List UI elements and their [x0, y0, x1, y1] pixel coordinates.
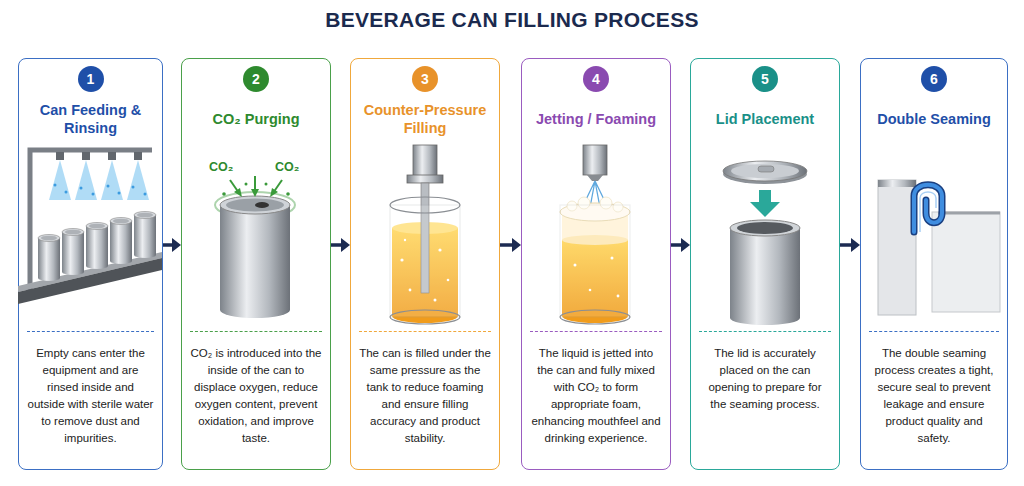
step-number: 3 — [421, 71, 429, 87]
flow-arrow — [331, 238, 350, 252]
step-description: The lid is accurately placed on the can … — [699, 345, 831, 413]
flow-arrow-head — [681, 238, 690, 252]
step-number: 4 — [592, 71, 600, 87]
flow-arrow — [163, 238, 181, 252]
flow-arrow-line — [500, 243, 514, 247]
flow-arrow-head — [172, 238, 181, 252]
step-number: 1 — [87, 71, 95, 87]
dashed-separator — [27, 331, 154, 332]
diagram-title: BEVERAGE CAN FILLING PROCESS — [0, 8, 1024, 32]
gas-label: CO₂ — [275, 160, 299, 174]
step-number: 5 — [761, 71, 769, 87]
flow-arrow-head — [851, 238, 860, 252]
step-description: The double seaming process creates a tig… — [869, 345, 999, 447]
step-description: CO₂ is introduced into the inside of the… — [190, 345, 322, 447]
step-heading: Counter-Pressure Filling — [355, 95, 495, 145]
dashed-separator — [359, 331, 491, 332]
step-description: Empty cans enter the equipment and are r… — [27, 345, 154, 447]
step-number-circle: 6 — [921, 66, 947, 92]
step-number-circle: 1 — [78, 66, 104, 92]
step-heading: Can Feeding & Rinsing — [23, 95, 158, 145]
step-number-circle: 2 — [243, 66, 269, 92]
flow-arrow-head — [512, 238, 521, 252]
step-panel: Double SeamingThe double seaming process… — [860, 58, 1008, 470]
step-panel: CO₂ PurgingCO₂ is introduced into the in… — [181, 58, 331, 470]
step-panel: Counter-Pressure FillingThe can is fille… — [350, 58, 500, 470]
dashed-separator — [530, 331, 662, 332]
dashed-separator — [869, 331, 999, 332]
dashed-separator — [190, 331, 322, 332]
step-number-circle: 3 — [412, 66, 438, 92]
step-heading: Jetting / Foaming — [526, 95, 666, 145]
step-number-circle: 4 — [583, 66, 609, 92]
step-panel: Jetting / FoamingThe liquid is jetted in… — [521, 58, 671, 470]
step-panel: Lid PlacementThe lid is accurately place… — [690, 58, 840, 470]
flow-arrow-line — [840, 243, 853, 247]
step-number: 6 — [930, 71, 938, 87]
gas-label: CO₂ — [209, 160, 233, 174]
flow-arrow — [671, 238, 690, 252]
step-heading: Lid Placement — [695, 95, 835, 145]
step-number: 2 — [252, 71, 260, 87]
step-number-circle: 5 — [752, 66, 778, 92]
flow-arrow — [840, 238, 860, 252]
flow-arrow — [500, 238, 521, 252]
step-panel: Can Feeding & RinsingEmpty cans enter th… — [18, 58, 163, 470]
step-description: The can is filled under the same pressur… — [359, 345, 491, 447]
dashed-separator — [699, 331, 831, 332]
step-heading: Double Seaming — [865, 95, 1003, 145]
flow-arrow-line — [331, 243, 343, 247]
flow-arrow-line — [671, 243, 683, 247]
flow-arrow-head — [341, 238, 350, 252]
step-description: The liquid is jetted into the can and fu… — [530, 345, 662, 447]
step-heading: CO₂ Purging — [186, 95, 326, 145]
flow-arrow-line — [163, 243, 174, 247]
